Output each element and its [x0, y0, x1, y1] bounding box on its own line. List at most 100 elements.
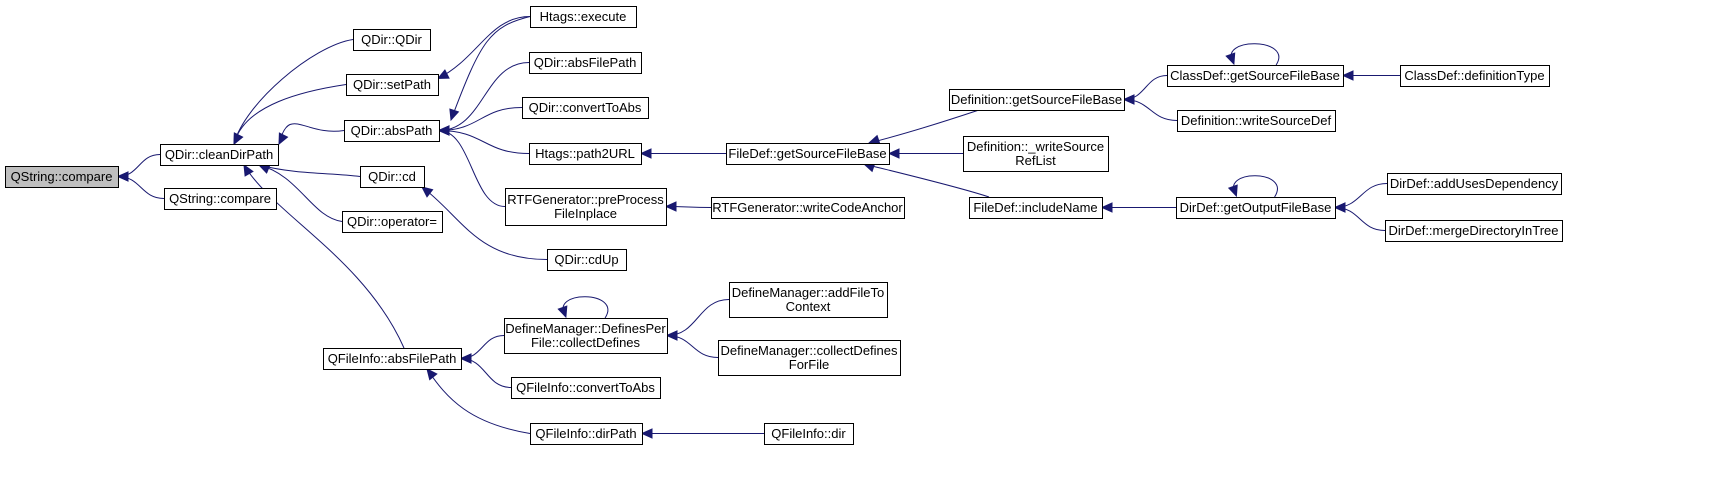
node-qdir-qdir[interactable]: QDir::QDir [353, 29, 431, 51]
node-label: RTFGenerator::preProcess [507, 192, 664, 207]
node-label: DirDef::addUsesDependency [1390, 176, 1559, 191]
node-label: Context [786, 299, 831, 314]
node-definition-getsourcefilebase[interactable]: Definition::getSourceFileBase [949, 89, 1125, 111]
edge-line [243, 164, 405, 349]
node-label: ClassDef::getSourceFileBase [1170, 68, 1340, 83]
edge-line [438, 62, 530, 131]
node-box [963, 136, 1109, 172]
node-definition-writesourcedef[interactable]: Definition::writeSourceDef [1177, 110, 1336, 132]
node-box [323, 348, 462, 370]
node-filedef-getsourcefilebase[interactable]: FileDef::getSourceFileBase [726, 143, 890, 165]
node-qdir-abspath[interactable]: QDir::absPath [344, 120, 440, 142]
edge-line [438, 130, 506, 207]
node-filedef-includename[interactable]: FileDef::includeName [969, 197, 1103, 219]
arrowhead [664, 201, 677, 212]
node-qdir-converttoabs[interactable]: QDir::convertToAbs [522, 97, 649, 119]
edge-n29-to-n26 [1341, 70, 1400, 81]
arrowhead [437, 125, 450, 136]
node-label: QFileInfo::dir [771, 426, 846, 441]
node-label: QFileInfo::absFilePath [328, 351, 457, 366]
arrowhead [640, 428, 653, 439]
edge-n27-to-n23 [1122, 94, 1178, 121]
edge-line [460, 358, 512, 388]
node-dirdef-getoutputfilebase[interactable]: DirDef::getOutputFileBase [1176, 197, 1336, 219]
edge-line [438, 130, 530, 154]
edge-n5-to-n1 [278, 123, 345, 146]
node-qfileinfo-dir[interactable]: QFileInfo::dir [764, 423, 854, 445]
node-classdef-getsourcefilebase[interactable]: ClassDef::getSourceFileBase [1167, 65, 1344, 87]
node-label: Htags::execute [540, 9, 627, 24]
node-box [360, 166, 425, 188]
node-box [160, 144, 279, 166]
node-box [726, 143, 890, 165]
node-box [1387, 173, 1562, 195]
arrowhead [421, 186, 434, 198]
node-label: Definition::writeSourceDef [1181, 113, 1332, 128]
node-htags-path2url[interactable]: Htags::path2URL [529, 143, 642, 165]
node-label: QDir::setPath [353, 77, 431, 92]
edge-line [278, 123, 345, 145]
edges-layer [116, 16, 1400, 439]
node-rtfgenerator-writecodeanchor[interactable]: RTFGenerator::writeCodeAnchor [711, 197, 905, 219]
node-qstring-compare[interactable]: QString::compare [164, 188, 277, 210]
arrowhead [887, 148, 900, 159]
edge-n28-to-n25 [1100, 202, 1176, 213]
node-qdir-setpath[interactable]: QDir::setPath [346, 74, 439, 96]
node-box [530, 423, 643, 445]
node-qdir-cd[interactable]: QDir::cd [360, 166, 425, 188]
node-qstring-compare[interactable]: QString::compare [5, 166, 119, 188]
edge-n23-to-n18 [867, 109, 980, 145]
edge-line [421, 186, 548, 260]
edge-line [562, 296, 609, 319]
node-definemanager-definesper-file-collectdefines[interactable]: DefineManager::DefinesPerFile::collectDe… [504, 318, 668, 354]
edge-n7-to-n1 [257, 163, 343, 222]
node-qdir-operator[interactable]: QDir::operator= [342, 211, 443, 233]
node-label: QDir::cdUp [554, 252, 618, 267]
node-label: FileInplace [554, 206, 617, 221]
node-qdir-absfilepath[interactable]: QDir::absFilePath [529, 52, 642, 74]
edge-n10-to-n5 [437, 62, 530, 136]
node-box [1385, 220, 1563, 242]
node-label: FileDef::getSourceFileBase [728, 146, 886, 161]
node-htags-execute[interactable]: Htags::execute [530, 6, 637, 28]
edge-line [437, 16, 531, 79]
arrowhead [233, 132, 244, 146]
edge-n12-to-n5 [437, 125, 530, 154]
edge-n31-to-n28 [1333, 202, 1386, 231]
node-box [729, 282, 888, 318]
node-qfileinfo-absfilepath[interactable]: QFileInfo::absFilePath [323, 348, 462, 370]
node-dirdef-mergedirectoryintree[interactable]: DirDef::mergeDirectoryInTree [1385, 220, 1563, 242]
arrowhead [1341, 70, 1354, 81]
node-label: DefineManager::addFileTo [732, 285, 884, 300]
node-label: QDir::cleanDirPath [165, 147, 273, 162]
edge-line [258, 164, 343, 222]
edge-n22-to-n17 [640, 428, 764, 439]
edge-n24-to-n18 [887, 148, 964, 159]
edge-line [868, 109, 980, 144]
node-box [353, 29, 431, 51]
node-qfileinfo-dirpath[interactable]: QFileInfo::dirPath [530, 423, 643, 445]
node-label: DirDef::mergeDirectoryInTree [1388, 223, 1558, 238]
node-classdef-definitiontype[interactable]: ClassDef::definitionType [1400, 65, 1550, 87]
node-box [764, 423, 854, 445]
edge-n18-to-n12 [639, 148, 727, 159]
arrowhead [116, 171, 129, 182]
node-label: QDir::cd [368, 169, 416, 184]
node-label: DirDef::getOutputFileBase [1180, 200, 1332, 215]
node-qdir-cleandirpath[interactable]: QDir::cleanDirPath [160, 144, 279, 166]
node-qfileinfo-converttoabs[interactable]: QFileInfo::convertToAbs [511, 377, 661, 399]
node-dirdef-addusesdependency[interactable]: DirDef::addUsesDependency [1387, 173, 1562, 195]
node-label: QString::compare [11, 169, 113, 184]
node-label: DefineManager::collectDefines [720, 343, 898, 358]
node-label: ClassDef::definitionType [1404, 68, 1544, 83]
edge-n9-to-n5 [449, 16, 531, 122]
edge-line [450, 16, 531, 121]
edge-line [426, 368, 531, 434]
node-qdir-cdup[interactable]: QDir::cdUp [547, 249, 627, 271]
node-label: Htags::path2URL [535, 146, 635, 161]
node-box [529, 143, 642, 165]
